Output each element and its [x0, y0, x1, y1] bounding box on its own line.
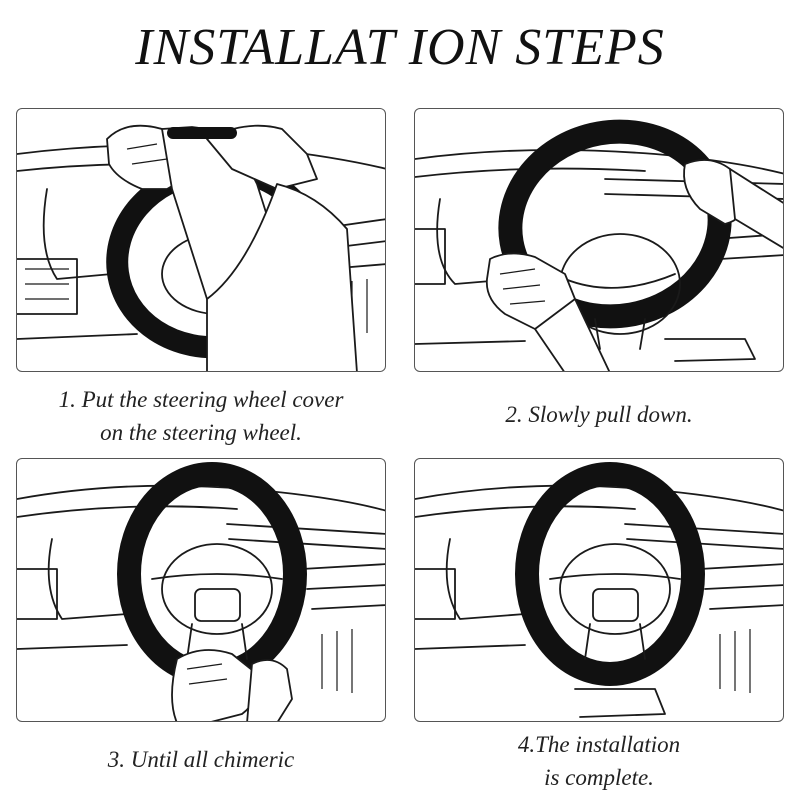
step-1-illustration	[16, 108, 386, 372]
step-3-caption: 3. Until all chimeric	[16, 743, 386, 776]
step-4-caption-line-1: 4.The installation	[414, 728, 784, 761]
steering-wheel-cover-illustration	[415, 459, 784, 722]
step-1-caption: 1. Put the steering wheel cover on the s…	[16, 383, 386, 449]
steering-wheel-cover-illustration	[17, 459, 386, 722]
hand-icon	[172, 650, 292, 722]
step-2-caption-line-1: 2. Slowly pull down.	[414, 398, 784, 431]
step-2-caption: 2. Slowly pull down.	[414, 398, 784, 431]
step-2-illustration	[414, 108, 784, 372]
step-3-caption-line-1: 3. Until all chimeric	[16, 743, 386, 776]
step-1-caption-line-1: 1. Put the steering wheel cover	[16, 383, 386, 416]
step-4-caption-line-2: is complete.	[414, 761, 784, 794]
page-title: INSTALLAT ION STEPS	[0, 18, 800, 77]
step-3-illustration	[16, 458, 386, 722]
steering-wheel	[129, 474, 295, 674]
steering-wheel	[527, 474, 693, 674]
steering-wheel-cover-illustration	[415, 109, 784, 372]
step-4-illustration	[414, 458, 784, 722]
step-4-caption: 4.The installation is complete.	[414, 728, 784, 794]
step-1-caption-line-2: on the steering wheel.	[16, 416, 386, 449]
steering-wheel-cover-illustration	[17, 109, 386, 372]
